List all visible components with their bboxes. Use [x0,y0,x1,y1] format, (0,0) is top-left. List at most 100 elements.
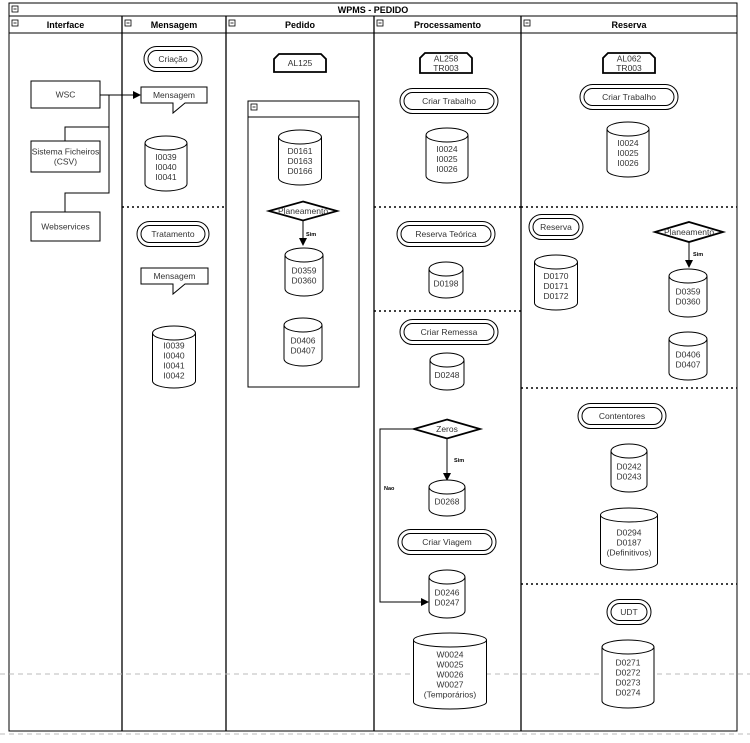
text-line: D0271 [615,658,640,668]
cylinder-body [610,451,648,493]
sim-label: Sim [693,252,703,258]
terminal-label: Criação [158,54,188,64]
diamond-shape [265,200,341,222]
text-line: AL062 [617,53,642,63]
sim-label: Sim [306,232,316,238]
text-line: D0360 [291,276,316,286]
text-line: (Temporários) [424,690,477,700]
terminal-inner [403,92,495,110]
cylinder-body [601,647,655,709]
cylinder-body [283,325,323,367]
collapse-icon[interactable] [376,19,384,27]
text-line: I0024 [436,144,458,154]
tratamento-terminal[interactable]: Tratamento [136,221,210,247]
mensagem-callout-2: Mensagem [140,267,209,296]
text-line: D0406 [290,336,315,346]
terminal-label: Criar Viagem [422,537,471,547]
cylinder-body [284,255,324,297]
wsc-box[interactable]: WSC [30,80,101,109]
text-line: D0242 [616,462,641,472]
terminal-inner [147,50,199,68]
collapse-icon[interactable] [11,5,19,13]
terminal-inner [583,88,675,106]
text-line: I0041 [163,361,185,371]
text-line: I0040 [163,351,185,361]
cylinder-top [610,443,648,459]
contentores-terminal[interactable]: Contentores [577,403,667,429]
subprocess-frame [247,100,360,388]
terminal-inner [401,533,493,551]
reserva-criar-trabalho-terminal[interactable]: Criar Trabalho [579,84,679,110]
cylinder-top [606,121,650,137]
reserva-terminal[interactable]: Reserva [528,214,584,240]
callout-label: Mensagem [153,90,195,100]
criacao-terminal[interactable]: Criação [143,46,203,72]
cylinder-body [429,360,465,391]
cylinder-body [144,143,188,192]
text-line: I0039 [155,152,177,162]
text-line: D0360 [675,297,700,307]
reserva-teorica-terminal[interactable]: Reserva Teórica [396,221,496,247]
ficheiros-box[interactable]: Sistema Ficheiros(CSV) [30,140,101,173]
text-line: D0187 [616,538,641,548]
text-line: (CSV) [54,157,77,167]
cylinder-top [428,479,466,495]
text-line: Sistema Ficheiros [32,147,100,157]
text-line: D0274 [615,688,640,698]
reserva-planeamento-decision[interactable]: Planeamento [651,221,727,243]
cylinder-body [428,487,466,517]
pedido-planeamento-decision[interactable]: Planeamento [265,200,341,222]
zeros-decision[interactable]: Zeros [410,418,484,440]
cylinder-body [668,276,708,318]
cylinder-body [152,333,196,389]
criar-viagem-terminal[interactable]: Criar Viagem [397,529,497,555]
udt-terminal[interactable]: UDT [606,599,652,625]
sim-label: Sim [454,458,464,464]
collapse-icon[interactable] [11,19,19,27]
cylinder-top [600,507,658,523]
decision-label: Planeamento [278,206,328,216]
collapse-icon[interactable] [250,103,258,111]
text-line: D0407 [675,360,700,370]
diamond-shape [410,418,484,440]
text-line: D0294 [616,528,641,538]
criar-remessa-terminal[interactable]: Criar Remessa [399,319,499,345]
collapse-icon[interactable] [124,19,132,27]
collapse-icon[interactable] [228,19,236,27]
diamond-shape [651,221,727,243]
cylinder-body [428,269,464,299]
document-outline [273,53,327,73]
collapse-icon[interactable] [523,19,531,27]
text-line: I0041 [155,172,177,182]
document-outline [602,52,656,74]
cylinder-top [601,639,655,655]
criar-trabalho-terminal[interactable]: Criar Trabalho [399,88,499,114]
text-line: D0247 [434,598,459,608]
lane-header-pedido: Pedido [285,20,316,30]
text-line: D0406 [675,350,700,360]
text-line: D0246 [434,588,459,598]
edge-zeros-nao [379,428,429,606]
terminal-inner [140,225,206,243]
cylinder-top [284,247,324,263]
cylinder-top [144,135,188,151]
cylinder-body [425,135,469,184]
text-line: I0026 [617,158,639,168]
decision-label: Planeamento [664,227,714,237]
text-line: I0026 [436,164,458,174]
cylinder-top [152,325,196,341]
text-line: W0024 [437,650,464,660]
document-label: AL125 [288,58,313,68]
webservices-box[interactable]: Webservices [30,211,101,242]
